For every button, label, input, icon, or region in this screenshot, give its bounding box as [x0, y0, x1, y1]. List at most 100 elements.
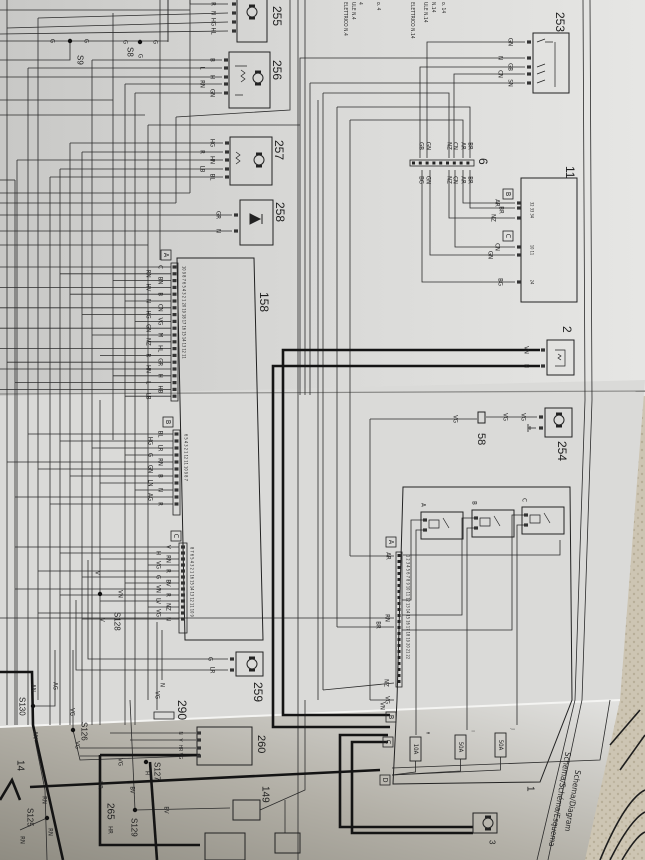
component-255-label: 255: [270, 6, 284, 26]
wire-label: BL: [209, 174, 216, 181]
relay-coil-icon: [479, 515, 501, 527]
pin: [224, 91, 228, 95]
pin: [172, 394, 177, 398]
wire-label: HG: [210, 18, 217, 26]
legend-note: ULE N.4: [350, 2, 356, 20]
connector-1a-pin: [397, 602, 401, 605]
legend-note: ELETTRICO N.4: [342, 2, 348, 36]
pin: [174, 432, 179, 436]
pin-numbers: 10 9 8 7 6 5 4 3 2 1 20 19 18 17 16 15 1…: [182, 266, 187, 359]
wire-label: HR: [97, 781, 104, 789]
connector-290-label: 290: [175, 700, 189, 720]
component-255: [236, 0, 268, 43]
connector-6-label: 6: [476, 158, 490, 165]
pin-numbers: 8 7 6 5 4 3 2 1 16 15 14 13 12 11 10 9: [190, 547, 195, 617]
splice-s126-dot: [70, 727, 76, 733]
component-265-label: 265: [105, 803, 116, 820]
wire-label: BV: [165, 579, 172, 587]
wire-label: VG: [117, 758, 124, 766]
wire: [299, 57, 525, 395]
pin: [181, 569, 185, 573]
splice-s9-label: S9: [76, 55, 85, 65]
wire: [323, 92, 450, 158]
wire-label: H: [155, 551, 162, 555]
wire-label: VG: [502, 413, 509, 421]
connector-1a-pin: [397, 668, 401, 671]
legend-note: 4: [357, 2, 363, 5]
connector-6: [409, 159, 475, 167]
resistor-icon: [235, 65, 247, 96]
connector-d-label-box: [379, 774, 391, 786]
wire-label: AR: [460, 176, 467, 184]
component-254-label: 254: [555, 441, 569, 461]
wire-label: HR: [177, 745, 183, 752]
connector-6-pin: [412, 161, 415, 165]
connector-c-label: C: [384, 740, 392, 745]
wire-label: BN: [157, 277, 164, 285]
connector-6-pin: [425, 161, 429, 165]
component-158-label: 158: [257, 292, 271, 312]
connector-c-label-box: [382, 736, 394, 748]
wire: [87, 560, 228, 660]
wire: [0, 30, 229, 35]
wire: [391, 699, 611, 769]
motor-icon: [255, 83, 261, 86]
wire-label: RN: [47, 828, 54, 836]
wire-label: N: [165, 617, 172, 621]
wire-label: R: [210, 2, 217, 6]
wire-label: HN: [145, 365, 152, 373]
wire: [34, 739, 48, 860]
pin: [232, 11, 236, 15]
fuse-rating: 50A: [497, 740, 504, 751]
wire-label: L: [145, 381, 152, 384]
motor-icon: [255, 70, 261, 73]
wire-label: BR: [498, 206, 505, 214]
pin: [181, 593, 185, 597]
wire-label: LN: [147, 479, 154, 486]
wire-label: N: [159, 683, 166, 687]
wire-label: HL: [157, 345, 164, 352]
wire-label: BV: [129, 786, 136, 794]
splice-s128-label: S128: [113, 612, 122, 631]
pin: [539, 426, 543, 430]
connector-1a-pin: [397, 650, 401, 653]
pin: [181, 563, 185, 567]
connector-1a-pin: [397, 662, 401, 665]
pin: [181, 611, 185, 615]
motor-icon: [249, 4, 255, 7]
motor-icon: [249, 17, 255, 20]
wire-label: BG: [497, 278, 504, 286]
legend-note: ULE N.14: [422, 2, 428, 23]
relay-1: [471, 509, 515, 538]
wire: [134, 807, 231, 811]
wire-label: NZ: [446, 176, 453, 184]
wire-label: BG: [418, 176, 425, 184]
relay-coil-icon: [529, 512, 551, 524]
pin: [172, 340, 177, 344]
wire-label: VG: [154, 691, 161, 699]
pin: [174, 446, 179, 450]
component-259-label: 259: [251, 682, 265, 702]
wire-label: AR: [385, 552, 392, 560]
pin: [174, 467, 179, 471]
connector-1a-pin: [397, 590, 401, 593]
wire: [419, 66, 525, 158]
wire-label: SN: [507, 79, 514, 86]
wire-label: H: [144, 771, 151, 775]
connector-58: [477, 411, 486, 424]
wire: [402, 514, 526, 631]
wire-label: N: [145, 299, 152, 303]
pin: [527, 72, 531, 76]
wire-label: RN: [199, 80, 206, 88]
pin-numbers: 6 5 4 3 2 1 12 11 10 9 8 7: [184, 434, 189, 481]
wire-label: GN: [145, 324, 152, 332]
wire-label: R: [157, 502, 164, 506]
wire-label: LR: [209, 667, 216, 674]
connector-6-pin: [466, 161, 470, 165]
wire-label: CN: [157, 304, 164, 312]
pin: [517, 280, 521, 284]
wire-label: CN: [497, 70, 504, 78]
pin: [172, 313, 177, 317]
